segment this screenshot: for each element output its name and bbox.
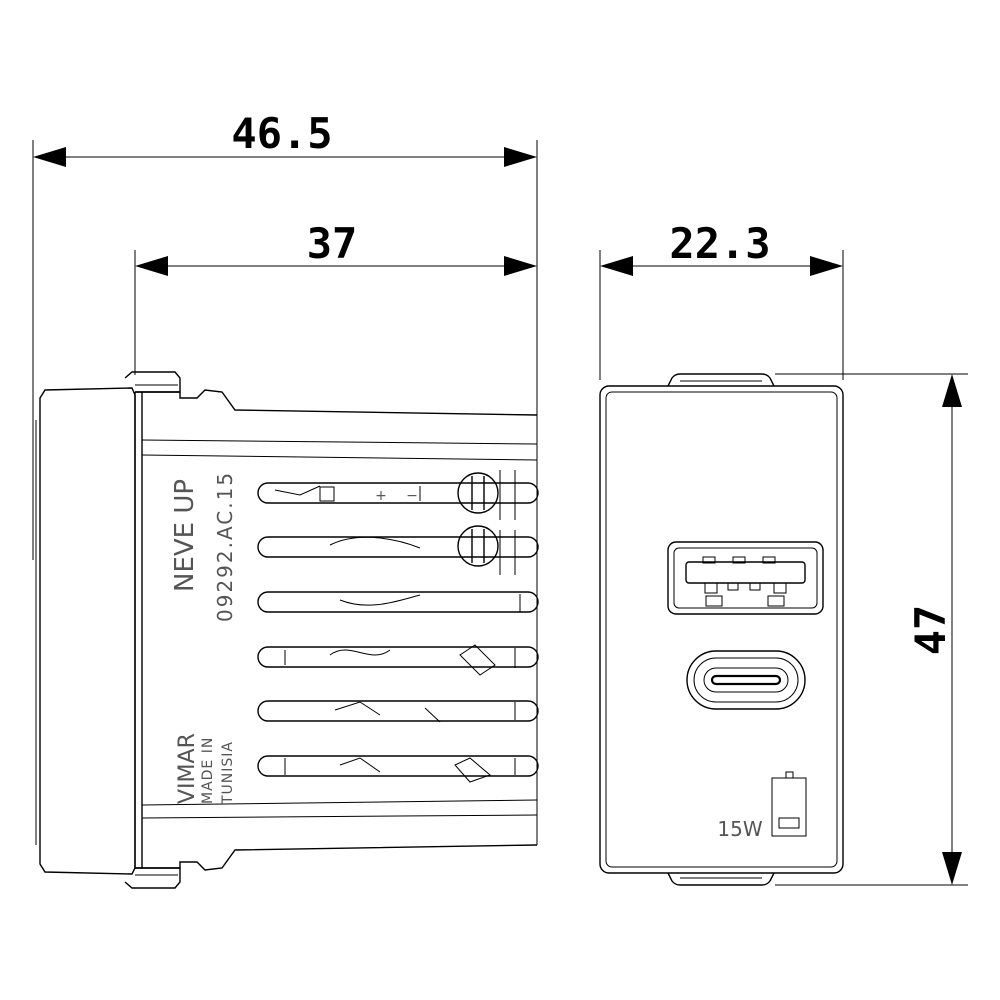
code-marking: 09292.AC.15	[213, 471, 237, 622]
terminal-slot	[257, 482, 539, 504]
terminal-marker	[319, 486, 335, 502]
terminal-slot	[257, 646, 539, 668]
dimension-label-body-depth: 37	[307, 219, 358, 268]
usb-c-port-icon	[686, 650, 806, 710]
origin-marking-line2: TUNISIA	[220, 741, 236, 805]
dimension-overall-depth: 46.5	[32, 109, 538, 560]
power-rating-label: 15W	[717, 817, 762, 841]
terminal-screws	[457, 472, 499, 567]
dimension-label-overall-depth: 46.5	[231, 109, 332, 158]
terminal-minus-symbol: −	[406, 488, 418, 504]
terminal-screw-icon	[457, 525, 499, 567]
side-view: + − NEVE UP 09292.AC.15 VIMAR MADE IN TU…	[35, 371, 539, 889]
dimension-label-front-height: 47	[906, 605, 955, 656]
internal-components: + −	[274, 470, 521, 783]
battery-icon	[771, 771, 807, 837]
side-body-top-edge	[135, 389, 538, 416]
usb-a-port-icon	[667, 541, 824, 615]
terminal-plus-symbol: +	[375, 488, 387, 504]
model-marking: NEVE UP	[170, 479, 200, 592]
front-bottom-clip	[667, 872, 775, 886]
terminal-slot	[257, 700, 539, 722]
dimension-body-depth: 37	[134, 219, 537, 375]
terminal-slot	[257, 591, 539, 613]
terminal-slots	[257, 482, 539, 777]
side-body-bottom-edge	[135, 844, 538, 871]
front-top-clip	[667, 373, 775, 387]
front-plate	[599, 385, 844, 874]
brand-marking: VIMAR	[175, 733, 200, 804]
front-view: 15W	[599, 373, 844, 886]
body-markings: NEVE UP 09292.AC.15 VIMAR MADE IN TUNISI…	[170, 471, 237, 805]
side-top-clip	[124, 371, 181, 393]
origin-marking-line1: MADE IN	[200, 737, 216, 804]
terminal-screw-icon	[457, 472, 499, 514]
dimension-front-width: 22.3	[599, 219, 844, 380]
terminal-slot	[257, 536, 539, 558]
terminal-slot	[257, 755, 539, 777]
dimension-front-height: 47	[775, 373, 968, 886]
side-front-cover	[39, 387, 136, 875]
dimension-label-front-width: 22.3	[669, 219, 770, 268]
